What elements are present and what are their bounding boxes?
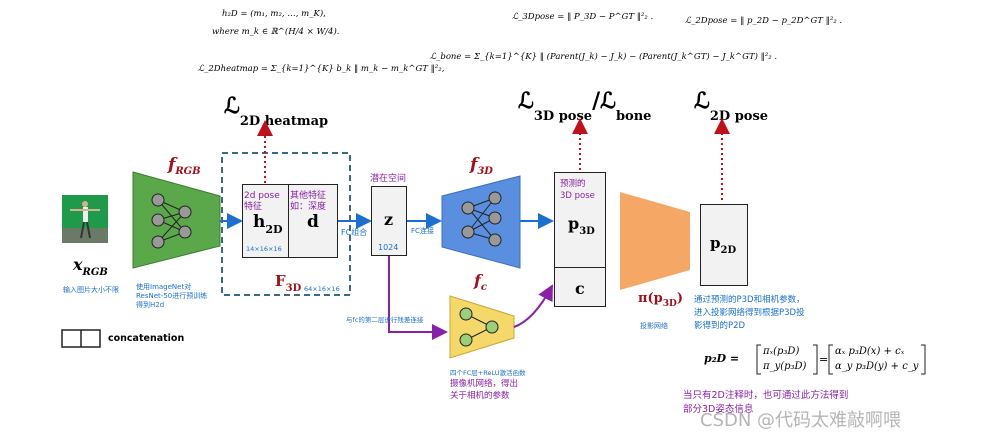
projection-label: π(p3D) (638, 291, 683, 309)
pose3d-loss-equation: ℒ_3Dpose = ‖ P_3D − P^GT ‖²₂ . (512, 12, 654, 22)
p2d-eq-r2: α_y p₃D(y) + c_y (835, 361, 919, 372)
f-rgb-label: fRGB (168, 155, 201, 177)
input-note: 输入图片大小不限 (63, 286, 119, 294)
residual-note: 与fc的第二层进行残差连接 (346, 316, 424, 324)
heatmap-loss-equation: ℒ_2Dheatmap = Σ_{k=1}^{K} b_k ‖ m_k − m_… (198, 64, 445, 74)
f-c-label: fc (474, 271, 487, 293)
fc-layers-note: 四个FC层+ReLU激活函数 (450, 369, 526, 377)
z-box (371, 186, 407, 256)
p3d-box (554, 172, 606, 268)
p3d-label: p3D (568, 214, 595, 237)
predicted-3d-note: 预测的 3D pose (560, 179, 595, 201)
h-dims-note: 14×16×16 (246, 245, 282, 253)
z-dim-note: 1024 (378, 243, 399, 252)
p2d-eq-mid1: πₓ(p₃D) (763, 346, 800, 357)
p2d-eq-lhs: p₂D = (704, 352, 740, 365)
c-label: c (575, 279, 585, 298)
latent-space-note: 潜在空间 (370, 174, 407, 184)
camera-note: 摄像机网络，得出 关于相机的参数 (450, 379, 519, 401)
concatenation-label: concatenation (108, 333, 185, 344)
p2d-label: p2D (710, 234, 737, 256)
d-label: d (307, 212, 319, 232)
projection-note: 投影网络 (640, 322, 668, 330)
fc-connect-note: FC连接 (411, 227, 434, 235)
bottom-note: 当只有2D注释时，也可通过此方法得到 部分3D姿态信息 (683, 390, 849, 415)
p2d-box (700, 204, 748, 286)
pose2d-loss-equation: ℒ_2Dpose = ‖ p_2D − p_2D^GT ‖²₂ . (685, 16, 843, 26)
pose2d-feature-note: 2d pose 特征 (244, 191, 280, 212)
h2d-d-divider (288, 184, 289, 258)
h2d-d-concat-box (242, 184, 338, 258)
p2d-eq-mid2: π_y(p₃D) (763, 361, 807, 372)
p2d-eq-r1: αₓ p₃D(x) + cₓ (835, 346, 905, 357)
z-label: z (384, 210, 394, 229)
fc-combine-note: FC组合 (341, 228, 368, 237)
watermark: CSDN @代码太难敲啊喂 (700, 410, 902, 431)
p2d-note: 通过预测的P3D和相机参数， 进入投影网络得到根据P3D投 影得到的P2D (694, 295, 805, 331)
F-dims-note: 64×16×16 (304, 285, 340, 293)
x-rgb-label: xRGB (73, 255, 108, 278)
bone-loss-equation: ℒ_bone = Σ_{k=1}^{K} ‖ (Parent(J_k) − J_… (430, 52, 778, 62)
resnet-note: 使用ImageNet对 ResNet-50进行预训练 得到H2d (136, 283, 208, 309)
p2d-eq-equals: = (819, 353, 829, 366)
f-rgb-network (132, 171, 221, 269)
F3d-dashed-box (221, 152, 351, 296)
c-box (554, 267, 606, 307)
projection-network (620, 192, 690, 290)
f-3d-network (441, 175, 521, 269)
f-3d-label: f3D (470, 155, 493, 177)
h2d-definition: h₂D = (m₁, m₂, …, m_K), (222, 9, 326, 19)
h2d-where: where m_k ∈ ℝ^(H/4 × W/4). (212, 27, 340, 37)
other-feature-note: 其他特征 如：深度 (290, 191, 327, 212)
input-image (62, 195, 108, 243)
f-c-network (449, 295, 515, 359)
h2d-label: h2D (253, 212, 283, 236)
F3d-label: F3D (275, 272, 302, 294)
